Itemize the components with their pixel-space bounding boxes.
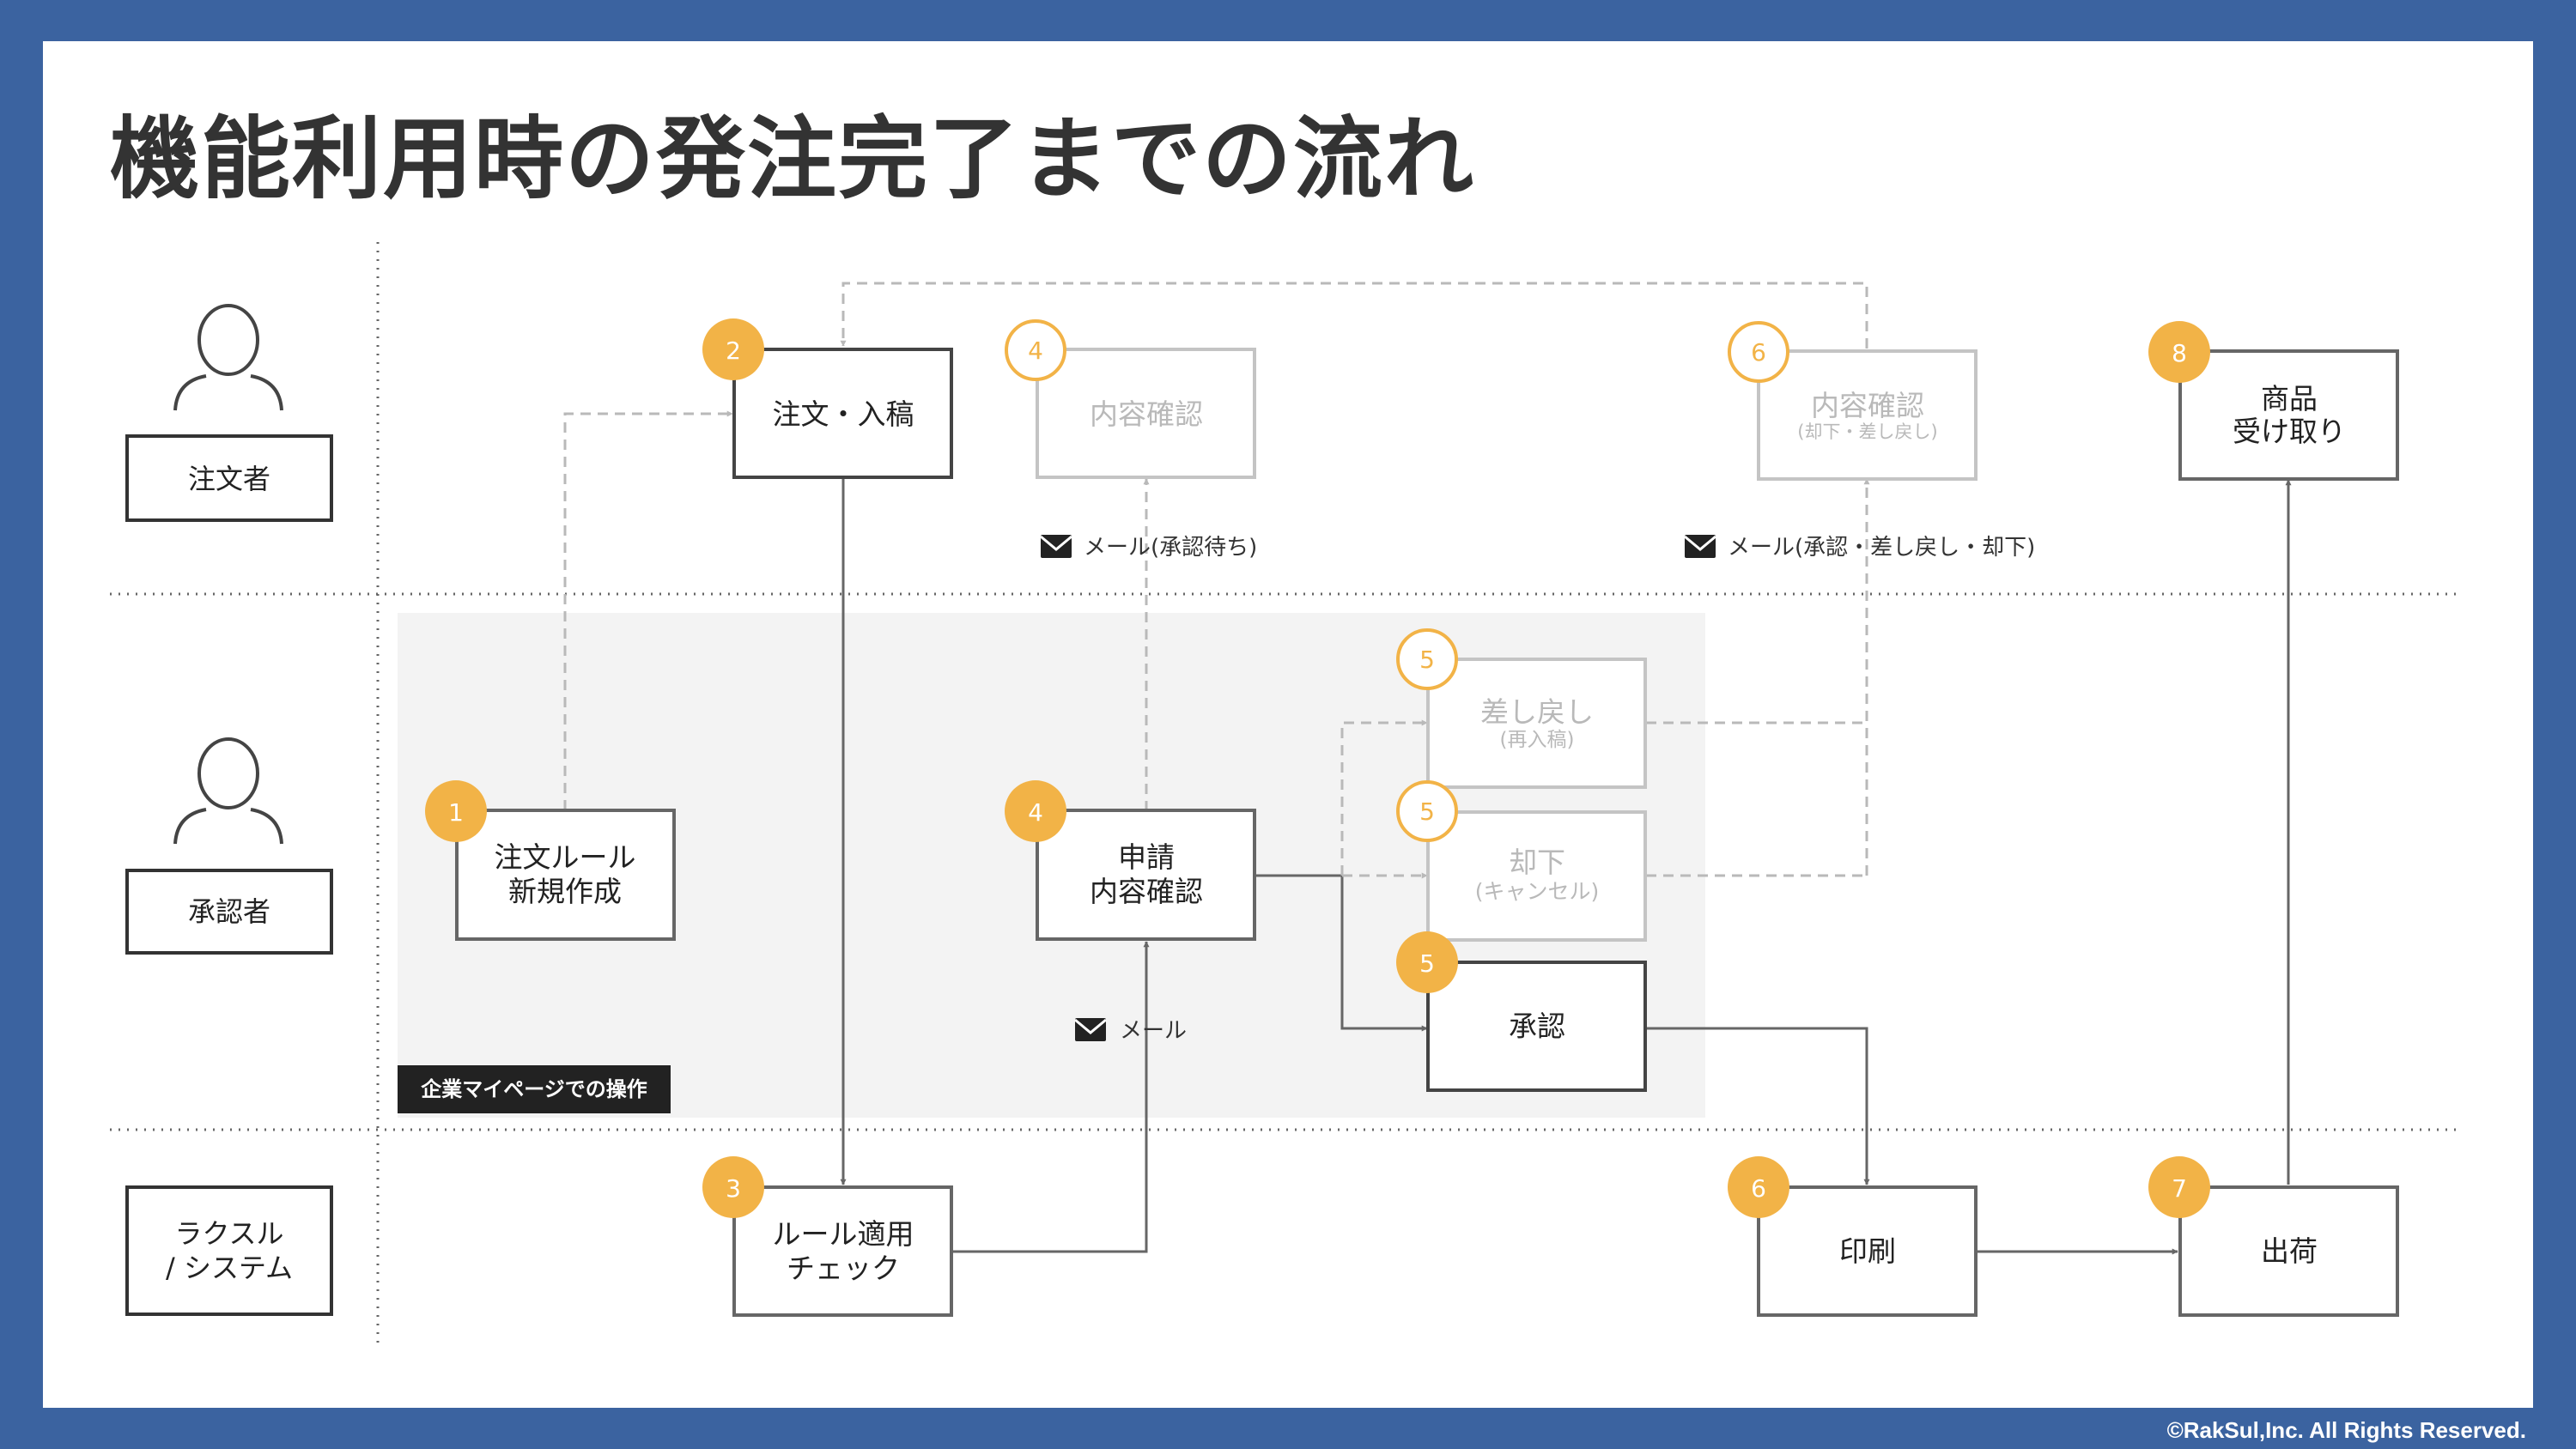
svg-text:3: 3 xyxy=(726,1174,741,1203)
arrow-approve-to-print xyxy=(1646,1027,1870,1185)
step-approve-label: 承認 xyxy=(1509,1009,1565,1043)
svg-text:4: 4 xyxy=(1028,336,1043,365)
step-rule-create-line2: 新規作成 xyxy=(508,875,622,908)
step-badge-outline: 5 xyxy=(1396,628,1458,690)
svg-text:6: 6 xyxy=(1751,338,1766,367)
person-icon xyxy=(173,304,283,411)
mail-label-plain: メール xyxy=(1120,1018,1187,1044)
step-approve-box xyxy=(1426,961,1647,1092)
svg-text:6: 6 xyxy=(1751,1174,1766,1203)
step-order-entry-label: 注文・入稿 xyxy=(773,397,914,431)
step-badge: 7 xyxy=(2148,1156,2210,1218)
step-receive-box xyxy=(2178,349,2399,481)
mypage-area-label-box xyxy=(398,1065,671,1113)
step-badge: 8 xyxy=(2148,321,2210,383)
arrow-result-to-order xyxy=(840,282,1868,349)
svg-text:2: 2 xyxy=(726,336,741,365)
step-result-check-box xyxy=(1757,349,1978,481)
arrow-request-to-sendback xyxy=(1340,719,1428,876)
lane-label-raksul-box xyxy=(125,1185,333,1316)
step-badge-outline: 4 xyxy=(1005,319,1066,381)
step-badge: 4 xyxy=(1005,780,1066,842)
lane-label-approver: 承認者 xyxy=(188,895,270,928)
step-receive-line1: 商品 xyxy=(2261,382,2318,415)
mail-label-result: メール(承認・差し戻し・却下) xyxy=(1728,535,2035,561)
svg-text:7: 7 xyxy=(2172,1174,2187,1203)
page-title: 機能利用時の発注完了までの流れ xyxy=(110,106,1476,211)
step-reject-line1: 却下 xyxy=(1509,846,1565,879)
lane-label-raksul-line1: ラクスル xyxy=(174,1217,283,1250)
mail-label-waiting: メール(承認待ち) xyxy=(1084,535,1257,561)
step-rule-create-line1: 注文ルール xyxy=(495,840,636,874)
svg-text:1: 1 xyxy=(448,798,464,827)
copyright: ©RakSul,Inc. All Rights Reserved. xyxy=(2166,1417,2526,1443)
step-badge: 6 xyxy=(1728,1156,1789,1218)
step-reject-box xyxy=(1426,810,1647,942)
step-ship-box xyxy=(2178,1185,2399,1317)
step-result-check-line2: (却下・差し戻し) xyxy=(1797,421,1937,442)
step-request-check-line1: 申請 xyxy=(1118,840,1175,874)
arrow-check-to-request xyxy=(953,941,1150,1253)
step-send-back-line1: 差し戻し xyxy=(1480,695,1594,729)
step-badge: 2 xyxy=(702,318,764,380)
person-icon xyxy=(173,737,283,845)
step-badge: 3 xyxy=(702,1156,764,1218)
step-print-label: 印刷 xyxy=(1839,1234,1896,1268)
step-request-check-box xyxy=(1036,809,1256,941)
svg-text:8: 8 xyxy=(2172,339,2187,367)
step-rule-check-box xyxy=(732,1185,953,1317)
svg-text:5: 5 xyxy=(1419,646,1435,674)
mail-icon xyxy=(1040,535,1072,558)
step-content-check-label: 内容確認 xyxy=(1090,397,1203,431)
lane-label-orderer: 注文者 xyxy=(188,463,270,495)
svg-text:5: 5 xyxy=(1419,797,1435,826)
mail-icon xyxy=(1684,535,1716,558)
step-result-check-line1: 内容確認 xyxy=(1811,389,1924,422)
step-badge-outline: 5 xyxy=(1396,780,1458,842)
arrow-sendback-to-result-check xyxy=(1646,479,1867,877)
svg-text:5: 5 xyxy=(1419,949,1435,978)
step-rule-check-line1: ルール適用 xyxy=(773,1217,914,1251)
arrow-request-to-approve xyxy=(1255,874,1428,1032)
mypage-area-label: 企業マイページでの操作 xyxy=(421,1077,647,1101)
step-request-check-line2: 内容確認 xyxy=(1090,875,1203,908)
svg-text:4: 4 xyxy=(1028,798,1043,827)
step-badge: 1 xyxy=(425,780,487,842)
step-receive-line2: 受け取り xyxy=(2233,415,2346,448)
step-badge: 5 xyxy=(1396,931,1458,993)
arrow-rule-to-order xyxy=(563,410,733,810)
step-order-entry-box xyxy=(732,348,953,479)
step-reject-line2: (キャンセル) xyxy=(1475,879,1600,904)
lane-label-orderer-box xyxy=(125,434,333,522)
step-send-back-box xyxy=(1426,658,1647,789)
step-ship-label: 出荷 xyxy=(2261,1234,2318,1268)
step-rule-check-line2: チェック xyxy=(787,1252,900,1285)
step-send-back-line2: (再入稿) xyxy=(1500,729,1575,751)
step-rule-create-box xyxy=(455,809,676,941)
step-print-box xyxy=(1757,1185,1978,1317)
lane-label-approver-box xyxy=(125,869,333,955)
step-content-check-box xyxy=(1036,348,1256,479)
mail-icon xyxy=(1074,1018,1107,1041)
step-badge-outline: 6 xyxy=(1728,321,1789,383)
lane-label-raksul-line2: / システム xyxy=(166,1252,293,1284)
